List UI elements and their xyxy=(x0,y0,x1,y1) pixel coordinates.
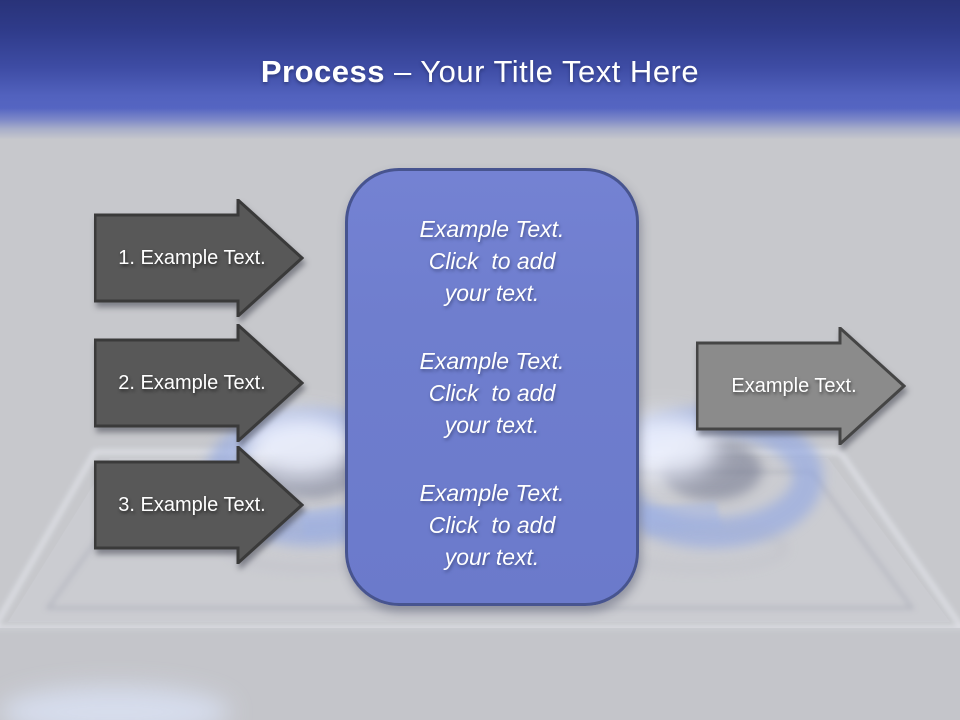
result-arrow-label: Example Text. xyxy=(731,374,857,397)
slide-title-emphasis: Process xyxy=(260,54,386,89)
step-arrow-2-label: 2. Example Text. xyxy=(118,371,266,394)
arrow-right-shape xyxy=(94,199,304,317)
arrow-right-shape xyxy=(94,324,304,442)
center-text-panel[interactable]: Example Text. Click to add your text. Ex… xyxy=(345,168,639,606)
bottom-left-glow xyxy=(0,686,230,720)
step-arrow-1[interactable]: 1. Example Text. xyxy=(94,199,304,317)
panel-text-group-3: Example Text. Click to add your text. xyxy=(419,480,565,570)
slide-title-rest: – Your Title Text Here xyxy=(394,54,700,89)
step-arrow-2[interactable]: 2. Example Text. xyxy=(94,324,304,442)
arrow-right-shape xyxy=(696,327,906,445)
slide-title: Process– Your Title Text Here xyxy=(0,54,960,90)
result-arrow[interactable]: Example Text. xyxy=(696,327,906,445)
step-arrow-3[interactable]: 3. Example Text. xyxy=(94,446,304,564)
panel-text-group-2: Example Text. Click to add your text. xyxy=(419,348,565,438)
panel-text-group-1: Example Text. Click to add your text. xyxy=(419,216,565,306)
step-arrow-3-label: 3. Example Text. xyxy=(118,493,266,516)
header-banner: Process– Your Title Text Here xyxy=(0,0,960,150)
step-arrow-1-label: 1. Example Text. xyxy=(118,246,266,269)
arrow-right-shape xyxy=(94,446,304,564)
